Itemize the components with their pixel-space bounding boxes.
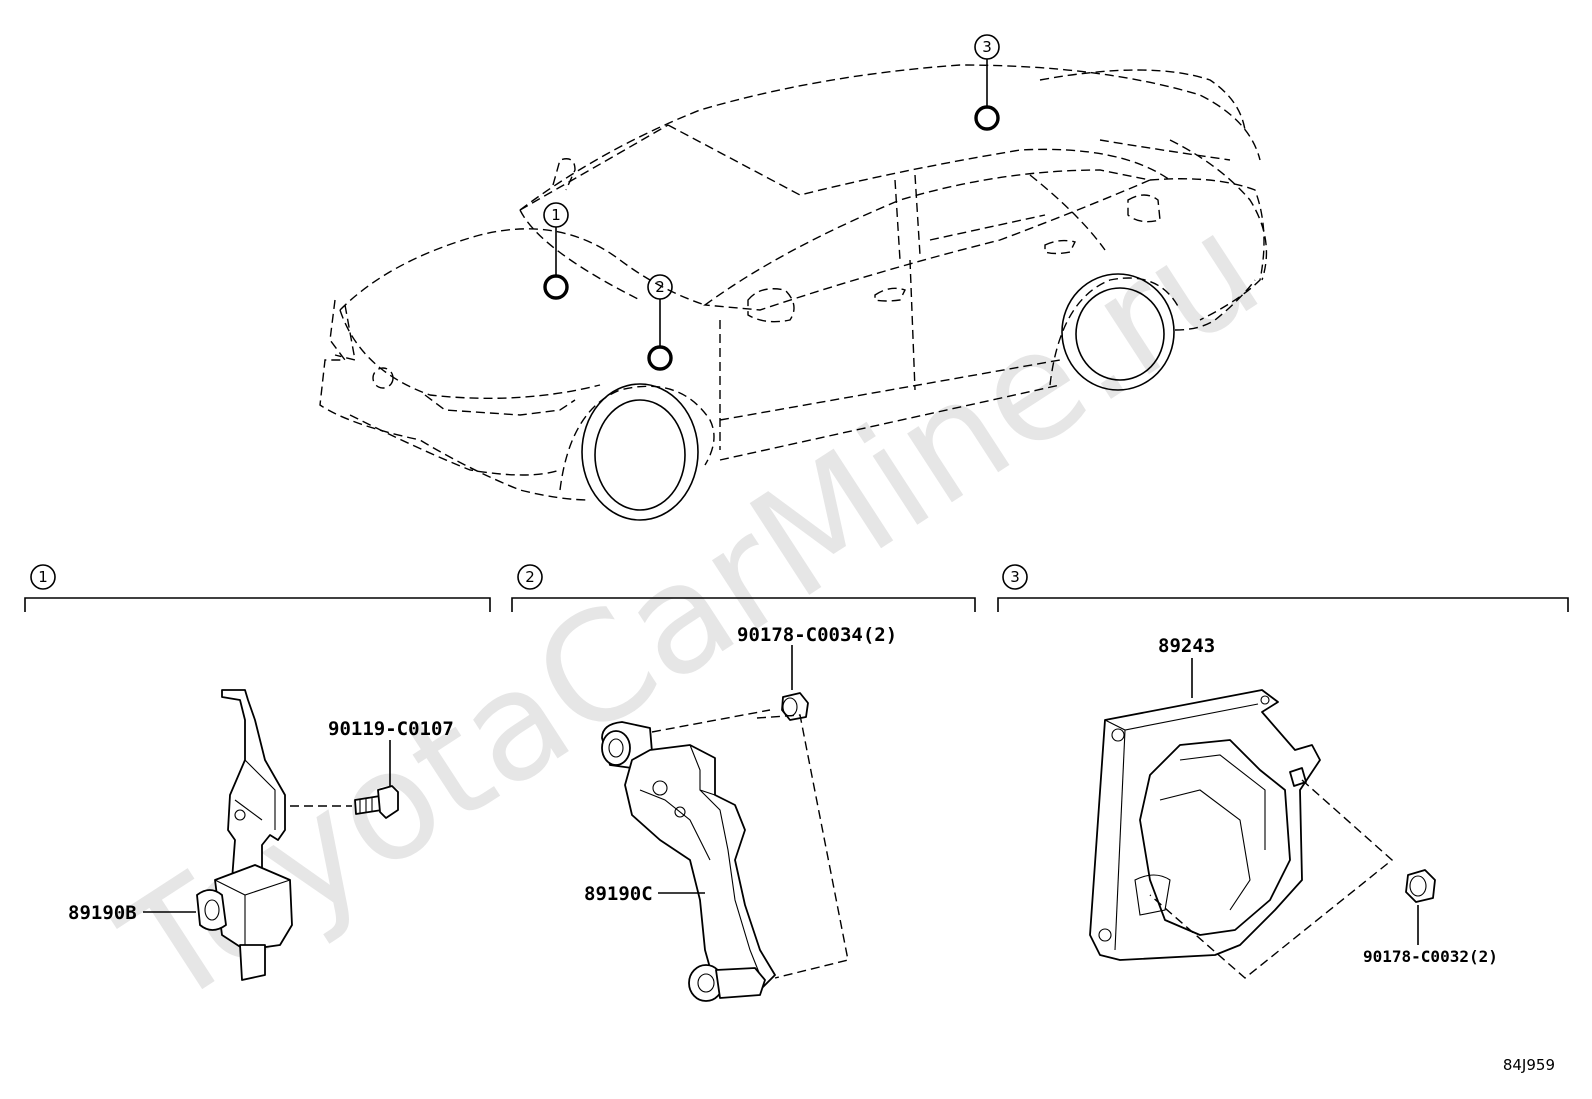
- section-2-label: 2: [525, 568, 535, 586]
- section-3-label: 3: [1010, 568, 1020, 586]
- part-label-89190b: 89190B: [68, 902, 137, 924]
- nut-90178-c0034: [781, 692, 809, 721]
- callout-3-label: 3: [982, 38, 992, 56]
- section-1-label: 1: [38, 568, 48, 586]
- part-label-90178-c0034: 90178-C0034(2): [737, 624, 897, 646]
- callout-2-label: 2: [655, 278, 665, 296]
- location-marker-1: [543, 274, 569, 300]
- section-header-2: 2: [511, 564, 976, 612]
- location-marker-2: [647, 345, 673, 371]
- section-header-3: 3: [997, 564, 1569, 612]
- bolt-90119-c0107: [354, 785, 399, 819]
- link-rod-89190c: [601, 721, 776, 1002]
- drawing-code: 84J959: [1503, 1056, 1555, 1074]
- car-outline: [319, 64, 1268, 521]
- callout-2: 2: [647, 274, 673, 371]
- location-marker-3: [974, 105, 1000, 131]
- nut-90178-c0032: [1405, 869, 1436, 903]
- part-label-90178-c0032: 90178-C0032(2): [1363, 947, 1498, 966]
- sensor-bracket-89190b: [196, 689, 293, 981]
- callout-1-label: 1: [551, 206, 561, 224]
- assembly-line-2a: [651, 709, 771, 733]
- part-label-89243: 89243: [1158, 635, 1215, 657]
- control-module-89243: [1089, 689, 1321, 961]
- callout-1: 1: [543, 202, 569, 300]
- assembly-line-3: [1149, 779, 1394, 979]
- part-label-89190c: 89190C: [584, 883, 653, 905]
- assembly-line-2b: [756, 714, 849, 979]
- section-header-1: 1: [24, 564, 491, 612]
- callout-3: 3: [974, 34, 1000, 131]
- part-label-90119-c0107: 90119-C0107: [328, 718, 454, 740]
